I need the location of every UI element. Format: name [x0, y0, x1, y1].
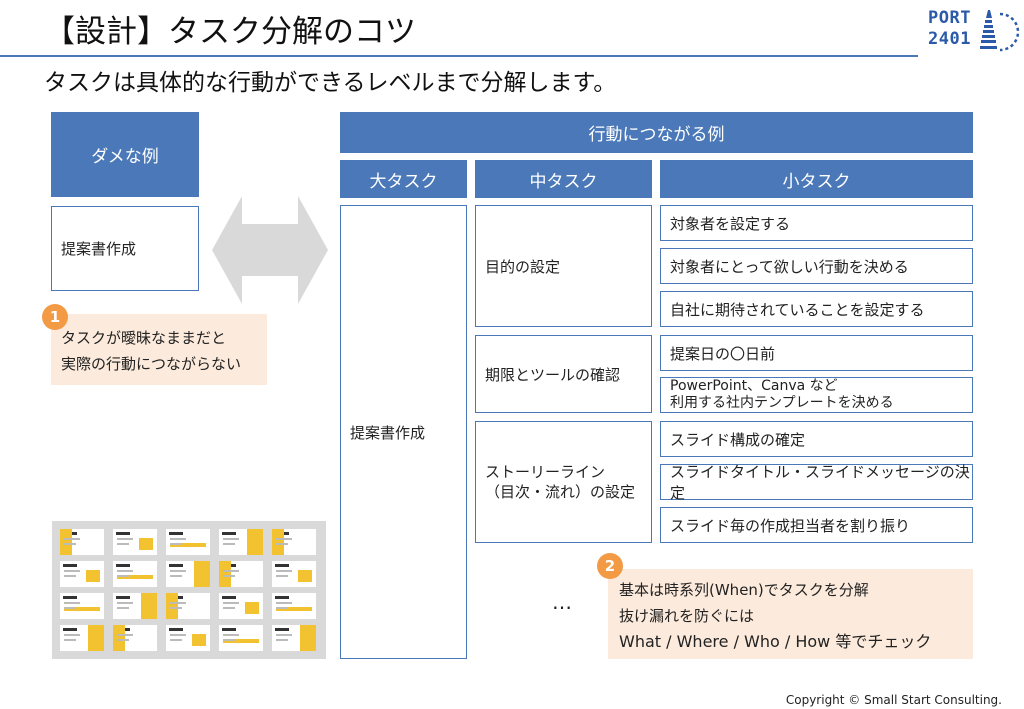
slide-thumbnail	[113, 561, 157, 587]
small-task-cell: スライド毎の作成担当者を割り振り	[660, 507, 973, 543]
good-note-line3: What / Where / Who / How 等でチェック	[619, 632, 932, 651]
template-thumbnails-image	[52, 521, 326, 659]
title-underline	[0, 55, 918, 57]
slide-thumbnail	[60, 561, 104, 587]
slide-thumbnail	[113, 625, 157, 651]
mid-task-label-line2: （目次・流れ）の設定	[485, 483, 636, 501]
slide-thumbnail	[166, 529, 210, 555]
slide-thumbnail	[166, 561, 210, 587]
port-2401-logo: PORT 2401	[928, 4, 1020, 56]
logo-text-line1: PORT	[928, 8, 971, 28]
copyright-text: Copyright © Small Start Consulting.	[785, 693, 1002, 707]
small-task-cell: 対象者にとって欲しい行動を決める	[660, 248, 973, 284]
mid-task-label-line1: ストーリーライン	[485, 463, 606, 481]
slide-thumbnail	[166, 593, 210, 619]
good-note-line1: 基本は時系列(When)でタスクを分解	[619, 581, 869, 599]
small-task-line1: PowerPoint、Canva など	[670, 378, 838, 394]
slide-thumbnail	[272, 625, 316, 651]
slide-thumbnail	[60, 593, 104, 619]
bad-example-header: ダメな例	[51, 112, 199, 197]
good-example-header: 行動につながる例	[340, 112, 973, 153]
slide-thumbnail	[219, 593, 263, 619]
small-task-cell: 対象者を設定する	[660, 205, 973, 241]
good-note-line2: 抜け漏れを防ぐには	[619, 607, 755, 625]
small-task-cell: スライドタイトル・スライドメッセージの決定	[660, 463, 973, 502]
bad-example-note: タスクが曖昧なままだと 実際の行動につながらない	[51, 314, 267, 385]
note-badge-1: 1	[42, 304, 68, 330]
slide-thumbnail	[272, 593, 316, 619]
slide-thumbnail	[60, 529, 104, 555]
slide-thumbnail	[219, 529, 263, 555]
note-badge-2: 2	[597, 553, 623, 579]
column-header-small-task: 小タスク	[660, 160, 973, 198]
bad-note-line1: タスクが曖昧なままだと	[61, 329, 227, 347]
small-task-cell: 提案日の〇日前	[660, 335, 973, 371]
slide-thumbnail	[272, 529, 316, 555]
slide-thumbnail	[219, 625, 263, 651]
page-title: 【設計】タスク分解のコツ	[44, 14, 416, 50]
ellipsis-more: …	[552, 590, 574, 614]
good-example-note: 基本は時系列(When)でタスクを分解 抜け漏れを防ぐには What / Whe…	[608, 569, 973, 659]
small-task-cell: PowerPoint、Canva など 利用する社内テンプレートを決める	[660, 377, 973, 413]
slide-thumbnail	[219, 561, 263, 587]
column-header-mid-task: 中タスク	[475, 160, 652, 198]
bad-note-line2: 実際の行動につながらない	[61, 355, 242, 373]
bad-example-cell: 提案書作成	[51, 206, 199, 291]
small-task-line2: 利用する社内テンプレートを決める	[670, 395, 894, 411]
mid-task-cell: 目的の設定	[475, 205, 652, 327]
column-header-large-task: 大タスク	[340, 160, 467, 198]
slide-thumbnail	[272, 561, 316, 587]
slide-thumbnail	[166, 625, 210, 651]
page-subtitle: タスクは具体的な行動ができるレベルまで分解します。	[44, 70, 617, 96]
logo-text-line2: 2401	[928, 29, 971, 49]
large-task-cell: 提案書作成	[340, 205, 467, 659]
slide-thumbnail	[113, 529, 157, 555]
slide-thumbnail	[113, 593, 157, 619]
lighthouse-icon	[980, 10, 1020, 52]
double-arrow-icon	[212, 196, 328, 304]
small-task-cell: スライド構成の確定	[660, 421, 973, 457]
mid-task-cell: 期限とツールの確認	[475, 335, 652, 413]
small-task-cell: 自社に期待されていることを設定する	[660, 291, 973, 327]
mid-task-cell: ストーリーライン （目次・流れ）の設定	[475, 421, 652, 543]
slide-thumbnail	[60, 625, 104, 651]
